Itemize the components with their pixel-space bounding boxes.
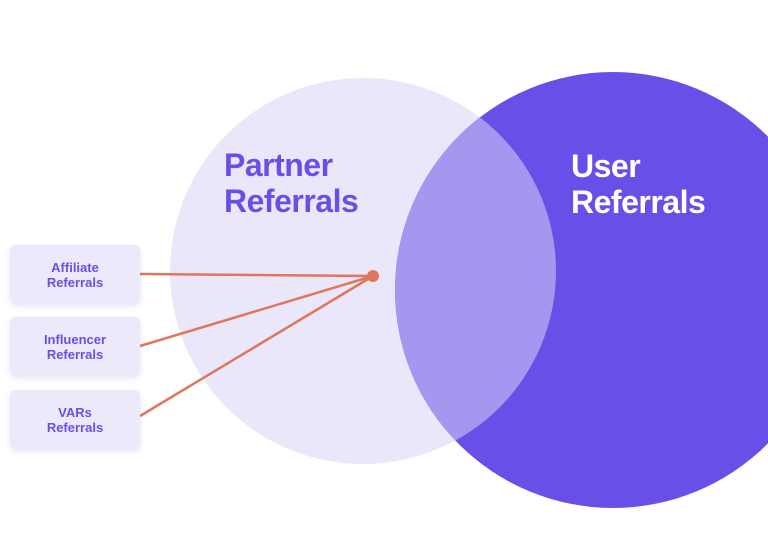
affiliate-line1: Affiliate [51,259,99,275]
partner-label-line1: Partner [224,147,333,183]
influencer-referrals-box: Influencer Referrals [10,317,140,376]
connector-hub-dot [367,270,379,282]
user-label-line1: User [571,148,641,184]
overlap-region [395,78,556,464]
connector-vars [139,274,374,418]
user-label-line2: Referrals [571,184,706,220]
partner-referrals-label: Partner Referrals [224,147,359,219]
user-referrals-label: User Referrals [571,148,706,220]
vars-line2: Referrals [46,419,104,435]
vars-referrals-box: VARs Referrals [10,390,140,449]
connector-affiliate [139,272,374,278]
partner-label-line2: Referrals [224,183,359,219]
vars-line1: VARs [58,404,92,420]
connector-influencer [139,274,374,348]
influencer-line2: Referrals [46,346,104,362]
affiliate-referrals-box: Affiliate Referrals [10,245,140,304]
influencer-line1: Influencer [43,331,107,347]
affiliate-line2: Referrals [46,274,104,290]
